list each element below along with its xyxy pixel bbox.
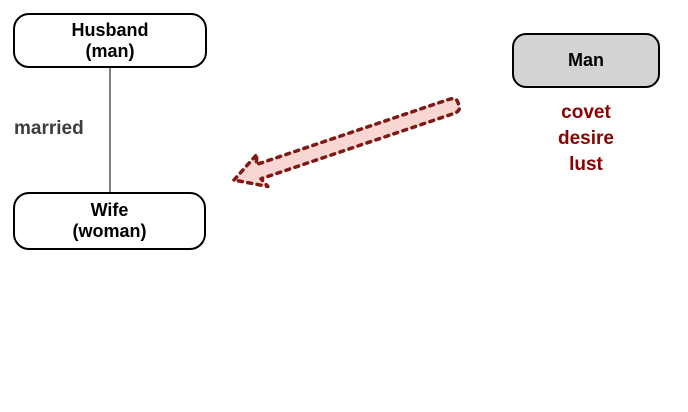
husband-label-line2: (man)	[85, 40, 135, 61]
married-edge-line	[109, 68, 111, 192]
covet-arrow-shape	[232, 96, 462, 189]
married-edge-label: married	[14, 118, 84, 139]
covet-annotation-line2: desire	[558, 128, 614, 149]
husband-node: Husband (man)	[13, 13, 207, 68]
wife-label-line1: Wife	[90, 200, 129, 220]
man-label: Man	[568, 50, 604, 70]
husband-label-line1: Husband	[71, 19, 149, 40]
covet-annotation-line3: lust	[569, 154, 603, 175]
covet-annotation-line1: covet	[561, 102, 611, 123]
man-node: Man	[512, 33, 660, 88]
wife-node: Wife (woman)	[13, 192, 206, 250]
wife-label-line2: (woman)	[72, 221, 147, 241]
covet-annotation: covet desire lust	[512, 100, 660, 178]
